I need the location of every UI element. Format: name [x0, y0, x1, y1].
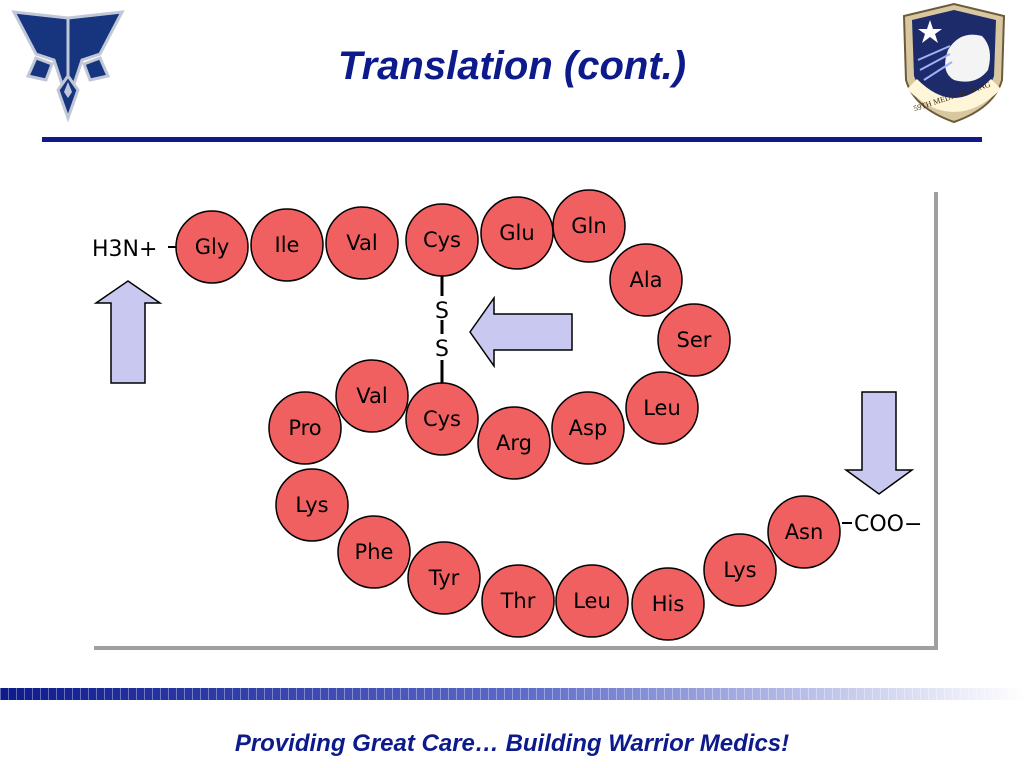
- residue-label: His: [652, 592, 685, 616]
- residue-circle: [703, 533, 777, 607]
- slide-title: Translation (cont.): [337, 44, 687, 88]
- residue-label: Gln: [571, 214, 606, 238]
- residue-circle: [625, 371, 699, 445]
- residue-15: Lys: [275, 468, 349, 542]
- residue-label: Arg: [496, 431, 532, 455]
- residue-label: Asn: [785, 520, 824, 544]
- residue-label: Ile: [275, 233, 300, 257]
- residue-label: Thr: [500, 589, 536, 613]
- residue-16: Phe: [337, 515, 411, 589]
- residue-9: Leu: [625, 371, 699, 445]
- residue-circle: [250, 208, 324, 282]
- residue-13: Val: [335, 359, 409, 433]
- residue-17: Tyr: [407, 541, 481, 615]
- left-arrow-icon: [469, 295, 573, 369]
- residue-19: Leu: [555, 564, 629, 638]
- residue-label: Leu: [643, 396, 681, 420]
- residue-circle: [555, 564, 629, 638]
- residue-1: Gly: [175, 210, 249, 284]
- residue-label: Ser: [677, 328, 712, 352]
- residue-label: Gly: [195, 235, 230, 259]
- residue-label: Lys: [295, 493, 328, 517]
- residue-circle: [337, 515, 411, 589]
- air-force-logo: [11, 10, 125, 123]
- medical-wing-emblem: [902, 2, 1006, 124]
- residue-11: Arg: [477, 406, 551, 480]
- residue-circle: [657, 303, 731, 377]
- residue-label: Cys: [423, 228, 461, 252]
- residue-12: Cys: [405, 382, 479, 456]
- residue-circle: [481, 564, 555, 638]
- sulfur-atom-2: S: [435, 337, 449, 362]
- residue-22: Asn: [767, 495, 841, 569]
- residue-label: Leu: [573, 589, 611, 613]
- residue-label: Asp: [569, 416, 608, 440]
- residue-6: Gln: [552, 189, 626, 263]
- residue-20: His: [631, 567, 705, 641]
- residue-8: Ser: [657, 303, 731, 377]
- c-terminus-label: COO−: [854, 512, 922, 537]
- residue-21: Lys: [703, 533, 777, 607]
- residue-5: Glu: [480, 196, 554, 270]
- residue-circle: [268, 391, 342, 465]
- residue-label: Val: [356, 384, 387, 408]
- residue-label: Ala: [629, 268, 662, 292]
- residue-circle: [325, 206, 399, 280]
- residue-7: Ala: [609, 243, 683, 317]
- sulfur-atom-1: S: [435, 299, 449, 324]
- residue-circle: [609, 243, 683, 317]
- residue-18: Thr: [481, 564, 555, 638]
- residue-circle: [335, 359, 409, 433]
- residue-circle: [175, 210, 249, 284]
- down-arrow-icon: [843, 391, 915, 495]
- residue-label: Val: [346, 231, 377, 255]
- residue-label: Phe: [355, 540, 394, 564]
- footer-tagline: Providing Great Care… Building Warrior M…: [234, 730, 790, 757]
- residue-circle: [405, 203, 479, 277]
- title-divider: [42, 137, 982, 142]
- residue-label: Glu: [499, 221, 534, 245]
- residue-10: Asp: [551, 391, 625, 465]
- residue-3: Val: [325, 206, 399, 280]
- footer-bar: [0, 688, 1024, 700]
- n-terminus-label: H3N+: [92, 237, 157, 262]
- residue-2: Ile: [250, 208, 324, 282]
- residue-14: Pro: [268, 391, 342, 465]
- residue-label: Pro: [288, 416, 321, 440]
- residue-circle: [767, 495, 841, 569]
- up-arrow-icon: [93, 280, 163, 384]
- residue-label: Lys: [723, 558, 756, 582]
- residue-circle: [477, 406, 551, 480]
- residue-circle: [407, 541, 481, 615]
- residue-4: Cys: [405, 203, 479, 277]
- residue-circle: [275, 468, 349, 542]
- residue-circle: [551, 391, 625, 465]
- residue-circle: [552, 189, 626, 263]
- residue-label: Cys: [423, 407, 461, 431]
- residue-label: Tyr: [428, 566, 460, 590]
- residue-circle: [631, 567, 705, 641]
- residue-circle: [405, 382, 479, 456]
